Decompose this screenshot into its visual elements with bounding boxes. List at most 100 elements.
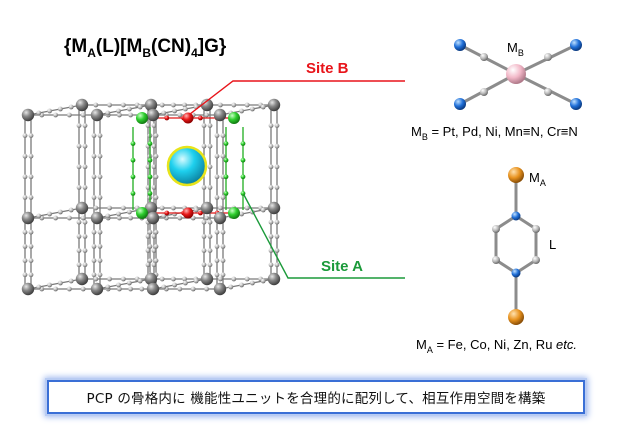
summary-caption-box: PCP の骨格内に 機能性ユニットを合理的に配列して、相互作用空間を構築 [47, 380, 585, 414]
pillar-linker-bead [214, 258, 220, 263]
pillar-linker-bead [151, 164, 157, 170]
pillar-linker-bead [82, 123, 88, 128]
cyanide-linker-bead [67, 215, 72, 221]
pillar-linker-bead [151, 185, 157, 190]
pillar-linker-bead [97, 195, 103, 200]
depth-linker-bead [36, 284, 42, 290]
depth-linker-bead [250, 280, 255, 286]
cyanide-linker-bead [93, 276, 99, 282]
depth-linker-bead [47, 282, 52, 288]
site-b-linker-bead [164, 115, 170, 121]
site-a-label: Site A [321, 258, 363, 275]
depth-linker-bead [68, 278, 74, 284]
pillar-linker-bead [22, 244, 28, 249]
cyanide-linker-bead [80, 286, 86, 292]
depth-linker-bead [239, 282, 245, 288]
depth-linker-bead [58, 209, 63, 215]
pyrazine-nitrogen-atom [511, 211, 521, 221]
cyanide-linker-bead [67, 112, 72, 118]
depth-linker-bead [161, 213, 167, 219]
pillar-linker-bead [151, 143, 157, 149]
cn-nitrogen-atom [570, 39, 582, 51]
pillar-linker-bead [214, 244, 220, 249]
cyanide-linker-bead [182, 276, 188, 282]
site-a-pillar-bead [223, 157, 229, 163]
cyanide-linker-bead [177, 215, 183, 221]
guest-molecule [166, 145, 208, 187]
framework-metal-node [146, 108, 160, 122]
depth-linker-bead [183, 106, 188, 112]
summary-caption-text: PCP の骨格内に 機能性ユニットを合理的に配列して、相互作用空間を構築 [86, 391, 546, 407]
pillar-linker-bead [97, 244, 103, 249]
mb-metal-atom [506, 64, 526, 84]
pillar-linker-bead [274, 143, 280, 149]
depth-linker-bead [137, 278, 143, 284]
depth-linker-bead [250, 106, 255, 112]
pillar-linker-bead [22, 272, 28, 278]
cyanide-linker-bead [204, 112, 210, 118]
cyanide-linker-bead [204, 215, 210, 221]
framework-metal-node [90, 282, 104, 296]
cyanide-linker-bead [218, 276, 223, 282]
pillar-linker-bead [268, 219, 274, 225]
pillar-linker-bead [201, 248, 207, 254]
pillar-linker-bead [145, 123, 151, 128]
pillar-linker-bead [153, 174, 159, 180]
depth-linker-bead [68, 207, 74, 213]
pillar-linker-bead [91, 229, 97, 235]
pillar-linker-bead [268, 143, 274, 149]
pillar-linker-bead [76, 123, 82, 128]
pillar-linker-bead [153, 153, 159, 159]
pillar-linker-bead [220, 258, 226, 263]
pillar-linker-bead [145, 234, 151, 239]
framework-metal-node [144, 201, 158, 215]
depth-linker-bead [239, 211, 245, 217]
cyanide-linker-bead [159, 276, 165, 282]
cyanide-linker-bead [80, 215, 86, 221]
pillar-linker-bead [201, 262, 207, 268]
pillar-linker-bead [82, 164, 88, 170]
depth-linker-bead [183, 280, 188, 286]
pillar-linker-bead [97, 133, 103, 139]
pillar-linker-bead [91, 195, 97, 200]
pillar-linker-bead [220, 153, 226, 159]
pillar-linker-bead [151, 248, 157, 254]
pillar-linker-bead [151, 234, 157, 239]
site-a-pillar-bead [147, 174, 153, 180]
cyanide-linker-bead [53, 286, 58, 292]
pillar-linker-bead [145, 248, 151, 254]
framework-metal-node [90, 108, 104, 122]
framework-metal-node [21, 211, 35, 225]
depth-linker-bead [105, 213, 111, 219]
pillar-linker-bead [91, 258, 97, 263]
depth-linker-bead [105, 110, 111, 116]
depth-linker-bead [105, 284, 111, 290]
cyanide-linker-bead [190, 286, 196, 292]
depth-linker-bead [172, 282, 178, 288]
framework-metal-node [75, 201, 89, 215]
pillar-linker-bead [214, 195, 220, 200]
pillar-linker-bead [22, 195, 28, 200]
depth-linker-bead [193, 278, 199, 284]
pillar-linker-bead [220, 133, 226, 139]
cyanide-linker-bead [204, 286, 210, 292]
depth-linker-bead [161, 110, 167, 116]
site-a-pillar-bead [130, 157, 136, 163]
formula-title: {MA(L)[MB(CN)4]G} [64, 36, 227, 60]
cyanide-linker-bead [218, 102, 223, 108]
cyanide-linker-bead [121, 276, 126, 282]
pillar-linker-bead [145, 185, 151, 190]
site-a-pillar-bead [130, 174, 136, 180]
site-a-pillar-bead [130, 141, 136, 147]
depth-linker-bead [47, 211, 52, 217]
pillar-linker-bead [76, 248, 82, 254]
pillar-linker-bead [201, 219, 207, 225]
pillar-linker-bead [214, 133, 220, 139]
site-a-pillar-bead [240, 157, 246, 163]
pillar-linker-bead [274, 164, 280, 170]
pillar-linker-bead [201, 123, 207, 128]
depth-linker-bead [126, 280, 132, 286]
site-a-pillar-bead [240, 141, 246, 147]
framework-metal-node [213, 211, 227, 225]
pillar-linker-bead [268, 234, 274, 239]
